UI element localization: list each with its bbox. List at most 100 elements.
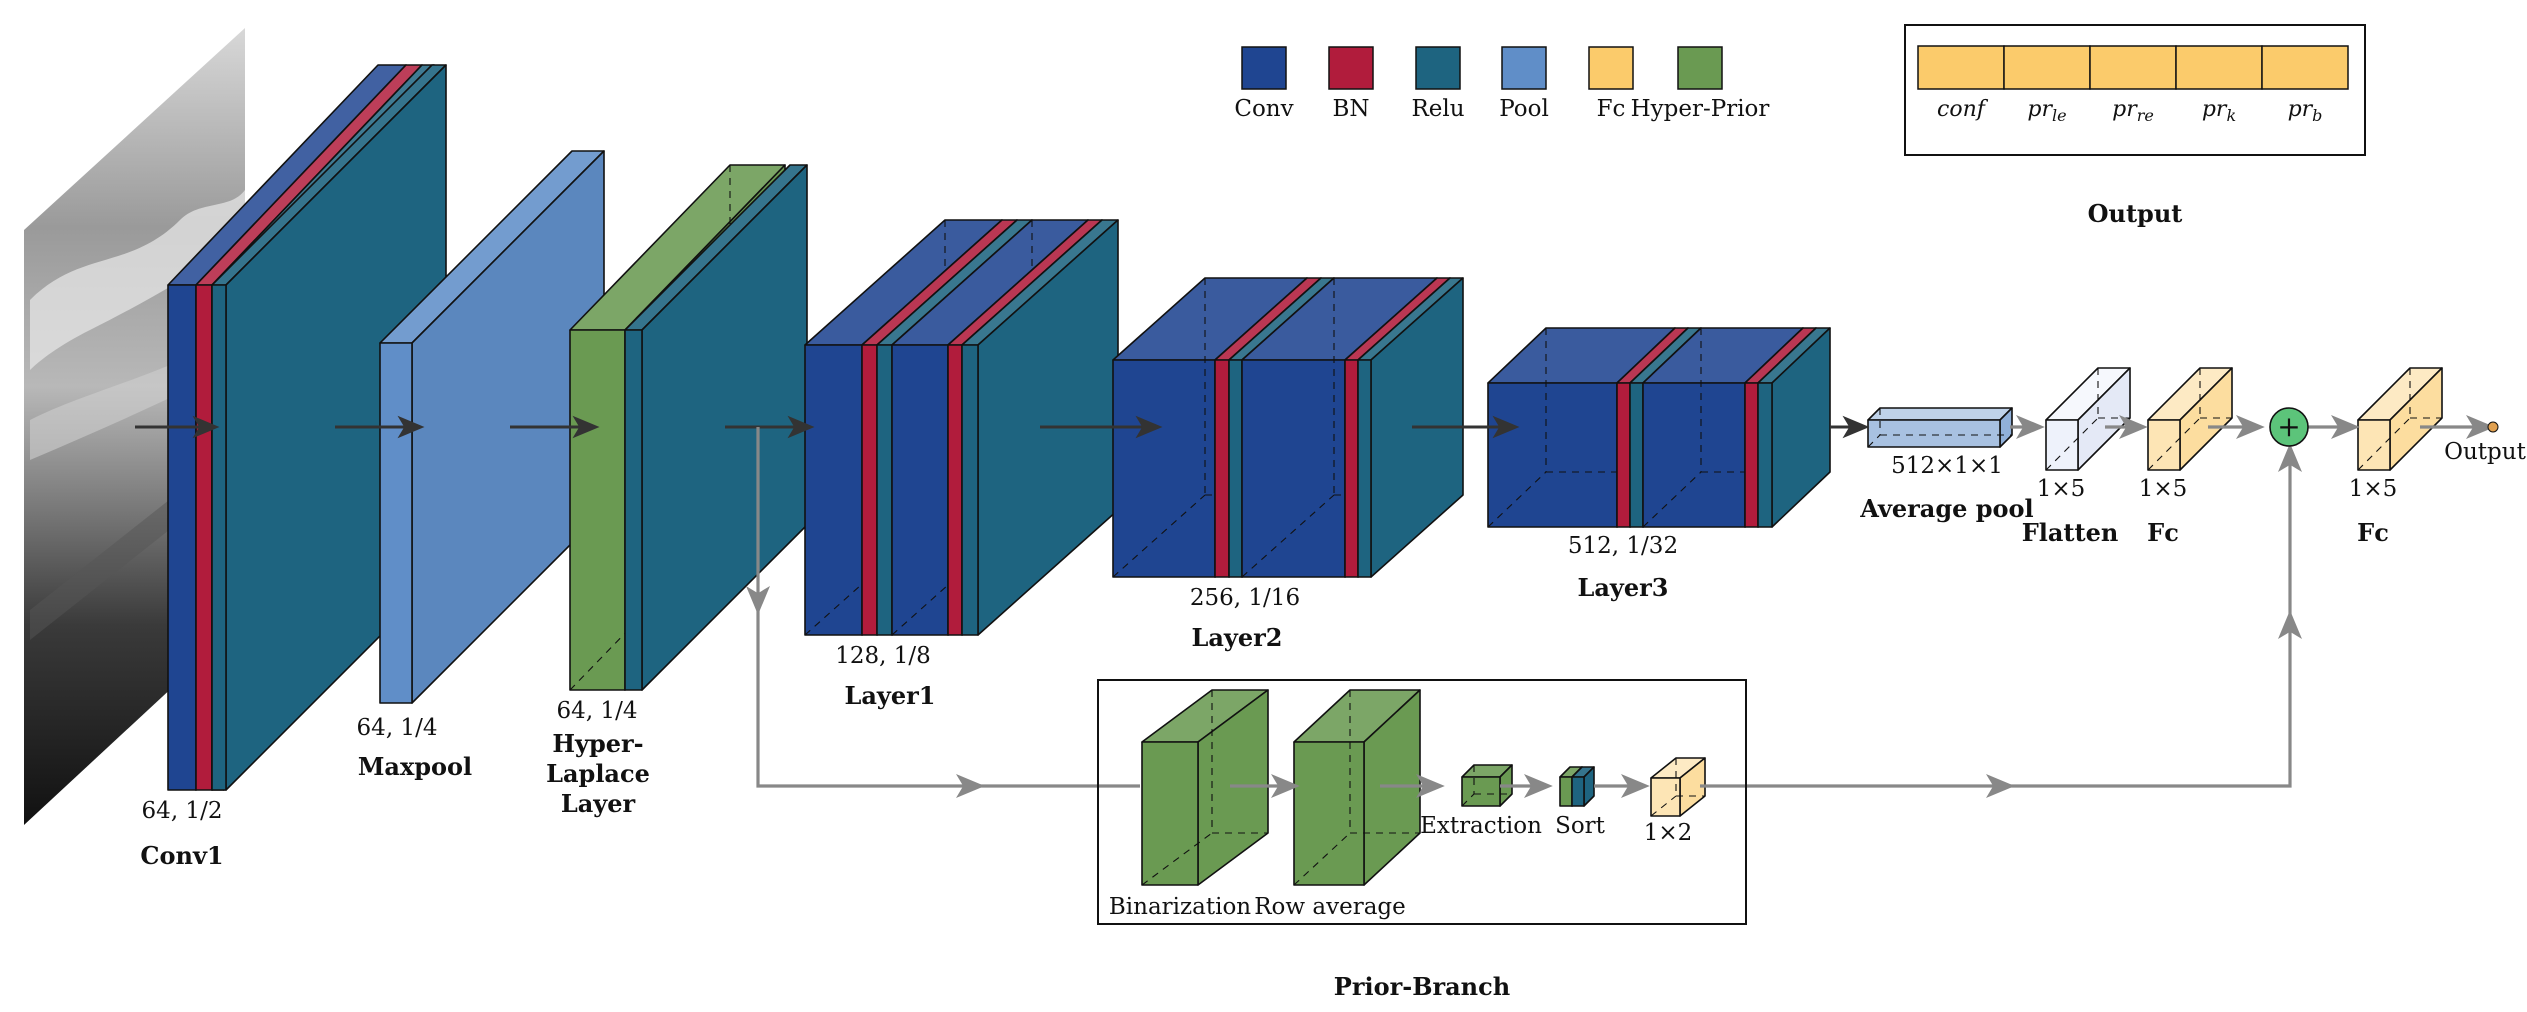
layer1-bn-b-front (947, 344, 963, 636)
extraction-label: Extraction (1420, 813, 1542, 839)
extraction-block-front (1461, 776, 1501, 807)
legend-swatch-pool (1501, 46, 1547, 90)
output-title: Output (2088, 199, 2183, 228)
sort-relu-front (1571, 776, 1585, 807)
avgpool-block-front (1867, 419, 2001, 448)
fc2-name: Fc (2357, 518, 2389, 547)
layer3-bn-b-front (1744, 382, 1759, 528)
binarization-block (1141, 689, 1269, 886)
plus-icon: + (2277, 410, 2300, 443)
layer1-name: Layer1 (845, 681, 936, 710)
output-cell-3 (2089, 45, 2177, 90)
conv1-slab-1-front (167, 284, 197, 791)
fc1-block (2147, 367, 2233, 471)
flatten-block (2045, 367, 2131, 471)
layer1-relu-a-front (876, 344, 893, 636)
legend-swatch-hyper-prior (1677, 46, 1723, 90)
hyperlaplace-name-3: Layer (561, 789, 636, 818)
flatten-name: Flatten (2022, 518, 2119, 547)
layer2-conv-a-front (1112, 359, 1216, 578)
output-cell-label-2: prle (2027, 97, 2066, 125)
layer1-conv-b-front (891, 344, 949, 636)
prior-flow-arrows (746, 427, 2302, 798)
arrow-branch-to-binarization (756, 610, 985, 798)
sort-green-front (1559, 776, 1573, 807)
maxpool-block-front (379, 342, 413, 704)
layer3-relu-a-front (1629, 382, 1644, 528)
output-cell-label-3: prre (2112, 97, 2154, 125)
layer2-bn-b-front (1344, 359, 1359, 578)
output-cell-2 (2003, 45, 2091, 90)
fc2-block-front (2357, 419, 2391, 471)
arrow-prior-to-sum (2005, 610, 2302, 788)
layer3-size: 512, 1/32 (1568, 533, 1678, 559)
prior-branch-title: Prior-Branch (1334, 972, 1510, 1001)
maxpool-name: Maxpool (358, 752, 472, 781)
binarization-label: Binarization (1109, 894, 1251, 920)
flatten-block-front (2045, 419, 2079, 471)
hyperlaplace-name-2: Laplace (546, 759, 650, 788)
sum-node: + (2269, 407, 2309, 447)
binarization-block-front (1141, 741, 1199, 886)
prior-fc-size: 1×2 (1644, 820, 1693, 846)
hyperlaplace-size: 64, 1/4 (557, 698, 638, 724)
layer2-relu-a-front (1228, 359, 1243, 578)
flatten-size: 1×5 (2037, 476, 2086, 502)
layer2-bn-a-front (1214, 359, 1230, 578)
legend-swatch-conv (1241, 46, 1287, 90)
legend-swatch-bn (1328, 46, 1374, 90)
hyperlaplace-green-front (569, 329, 626, 691)
prior-fc-block-front (1650, 777, 1681, 817)
layer3-relu-b (1757, 327, 1831, 528)
layer3-conv-b-front (1642, 382, 1746, 528)
legend-label-relu: Relu (1411, 96, 1464, 122)
legend-label-hyper-prior: Hyper-Prior (1631, 96, 1770, 122)
output-label: Output (2444, 439, 2526, 465)
avgpool-block (1867, 407, 2013, 448)
prior-branch-labels: Binarization Row average Extraction Sort… (1109, 813, 1692, 1001)
legend-label-conv: Conv (1234, 96, 1293, 122)
avgpool-size: 512×1×1 (1891, 453, 2003, 479)
output-cell-label-1: conf (1937, 97, 1989, 122)
output-cell-4 (2175, 45, 2263, 90)
prior-fc-block (1650, 757, 1706, 817)
layer1-size: 128, 1/8 (835, 643, 931, 669)
layer2-conv-b-front (1241, 359, 1346, 578)
output-point-icon (2487, 421, 2499, 433)
conv1-name: Conv1 (140, 841, 223, 870)
avgpool-name: Average pool (1859, 494, 2033, 523)
layer3-name: Layer3 (1578, 573, 1669, 602)
fc2-block (2357, 367, 2443, 471)
avgpool-block-top (1867, 407, 2013, 421)
legend-label-pool: Pool (1499, 96, 1549, 122)
layer3-relu-b-front (1757, 382, 1773, 528)
layer-blocks (167, 64, 2443, 886)
main-branch-labels: 64, 1/2 Conv1 64, 1/4 Maxpool 64, 1/4 Hy… (140, 439, 2526, 870)
output-cell-label-5: prb (2288, 97, 2323, 125)
fc1-size: 1×5 (2139, 476, 2188, 502)
legend-swatch-fc (1588, 46, 1634, 90)
output-cell-1 (1917, 45, 2005, 90)
row-average-label: Row average (1254, 894, 1406, 920)
conv1-size: 64, 1/2 (142, 798, 223, 824)
conv1-slab-2-front (195, 284, 213, 791)
output-cell-5 (2261, 45, 2349, 90)
legend-swatch-relu (1415, 46, 1461, 90)
rowavg-block-front (1293, 741, 1365, 886)
sort-relu (1571, 766, 1595, 807)
hyperlaplace-relu (624, 164, 808, 691)
fc2-size: 1×5 (2349, 476, 2398, 502)
hyperlaplace-name-1: Hyper- (552, 729, 643, 758)
legend-label-fc: Fc (1597, 96, 1626, 122)
maxpool-size: 64, 1/4 (357, 715, 438, 741)
fc1-name: Fc (2147, 518, 2179, 547)
layer3-bn-a-front (1616, 382, 1631, 528)
prior-branch-frame (1097, 679, 1747, 925)
layer2-relu-b-front (1357, 359, 1372, 578)
fc1-block-front (2147, 419, 2181, 471)
layer1-bn-a-front (861, 344, 878, 636)
